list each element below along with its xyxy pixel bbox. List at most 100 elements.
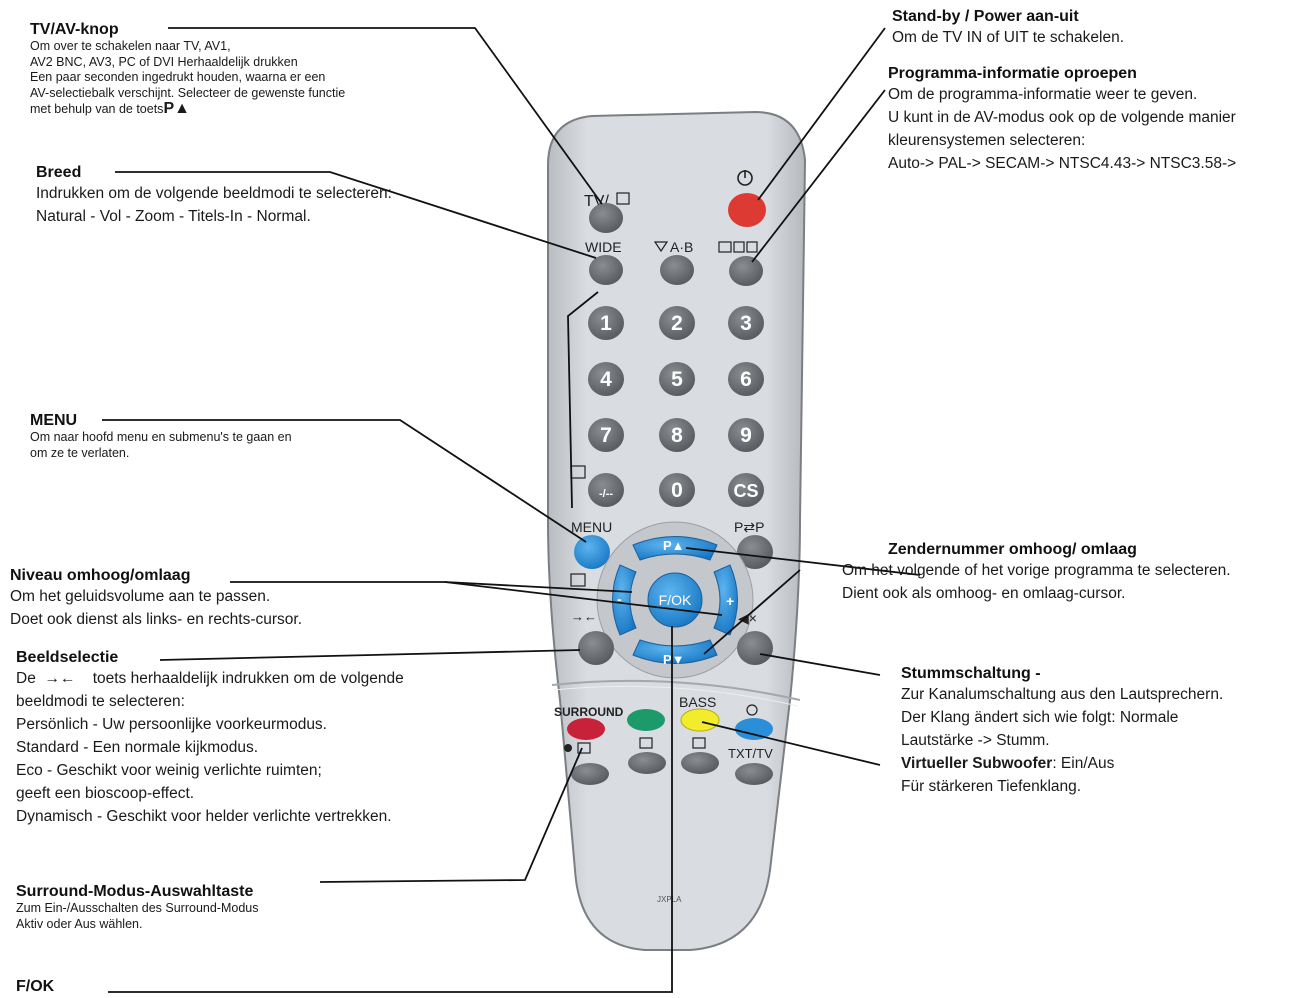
triangle-down-icon	[653, 241, 669, 253]
bottom-button-1[interactable]	[571, 763, 609, 785]
annotation-title: F/OK	[16, 978, 55, 995]
input-icon	[616, 192, 630, 205]
tv-av-button-group[interactable]: TV/	[584, 192, 630, 233]
bass-label: BASS	[679, 694, 716, 710]
volume-down-button[interactable]	[612, 564, 637, 636]
bottom-button-3[interactable]	[681, 752, 719, 774]
pp-button[interactable]	[737, 535, 773, 569]
digit-label: 0	[671, 479, 683, 502]
picture-mode-icon: →←	[571, 609, 597, 624]
menu-button-group[interactable]: MENU	[571, 519, 612, 569]
digit-button-2[interactable]	[659, 306, 695, 340]
annotation-line: Persönlich - Uw persoonlijke voorkeurmod…	[16, 716, 327, 733]
annotation-line: Lautstärke -> Stumm.	[901, 732, 1050, 749]
annotation-title: Surround-Modus-Auswahltaste	[16, 883, 254, 900]
annotation-niveau: Niveau omhoog/omlaag Om het geluidsvolum…	[10, 566, 302, 631]
volume-up-button[interactable]	[713, 564, 738, 636]
annotation-title: Zendernummer omhoog/ omlaag	[888, 541, 1137, 558]
annotation-line: Om het geluidsvolume aan te passen.	[10, 588, 271, 605]
annotation-surround: Surround-Modus-Auswahltaste Zum Ein-/Aus…	[16, 882, 258, 932]
picture-mode-symbol: →←	[44, 670, 76, 687]
annotation-title: MENU	[30, 412, 78, 429]
annotation-menu: MENU Om naar hoofd menu en submenu's te …	[30, 411, 292, 461]
green-button[interactable]	[627, 709, 665, 731]
tv-icon	[718, 241, 732, 253]
leader-subwoofer	[701, 721, 881, 766]
p-up-button[interactable]	[632, 536, 718, 561]
digit-button-1[interactable]	[588, 306, 624, 340]
leader-lines	[102, 27, 921, 993]
digit-button-CS[interactable]	[728, 473, 764, 507]
annotation-title: Programma-informatie oproepen	[888, 65, 1137, 82]
ab-button-group[interactable]: A·B	[653, 239, 694, 285]
leader-stumm	[759, 653, 881, 676]
digit-button-5[interactable]	[659, 362, 695, 396]
yellow-button[interactable]	[680, 708, 720, 732]
annotation-line: Standard - Een normale kijkmodus.	[16, 739, 259, 756]
size-icon	[639, 737, 653, 749]
annotation-line: met behulp van de toetsP▲	[30, 100, 190, 117]
fok-button[interactable]	[647, 572, 703, 628]
info-button[interactable]	[729, 256, 763, 286]
bottom-button-2[interactable]	[628, 752, 666, 774]
annotation-line: Auto-> PAL-> SECAM-> NTSC4.43-> NTSC3.58…	[888, 155, 1237, 172]
digit-label: 6	[740, 368, 752, 391]
annotation-title: Beeldselectie	[16, 649, 119, 666]
annotation-tvav: TV/AV-knop Om over te schakelen naar TV,…	[30, 20, 345, 118]
annotation-line: U kunt in de AV-modus ook op de volgende…	[888, 109, 1236, 126]
annotation-standby: Stand-by / Power aan-uit Om de TV IN of …	[892, 7, 1124, 49]
digit-button-0[interactable]	[659, 473, 695, 507]
info-button-group[interactable]	[718, 241, 763, 286]
pp-button-group[interactable]: P⇄P	[734, 519, 773, 569]
txt-tv-button[interactable]	[735, 763, 773, 785]
annotation-line: Doet ook dienst als links- en rechts-cur…	[10, 611, 303, 628]
digit-label: CS	[733, 481, 758, 501]
ab-button[interactable]	[660, 255, 694, 285]
leader-proginfo	[751, 89, 886, 263]
p-down-button[interactable]	[632, 639, 718, 664]
leader-surround	[319, 747, 583, 883]
menu-button[interactable]	[574, 535, 610, 569]
tv-av-button[interactable]	[589, 203, 623, 233]
annotation-line: Der Klang ändert sich wie folgt: Normale	[901, 709, 1179, 726]
fok-label: F/OK	[659, 592, 692, 608]
digit-button-4[interactable]	[588, 362, 624, 396]
digit-button-3[interactable]	[728, 306, 764, 340]
annotation-title: Breed	[36, 164, 82, 181]
digit-button-7[interactable]	[588, 418, 624, 452]
wide-button[interactable]	[589, 255, 623, 285]
clock-icon	[746, 704, 758, 716]
annotation-title: Niveau omhoog/omlaag	[10, 567, 191, 584]
power-button[interactable]	[728, 193, 766, 227]
pp-label: P⇄P	[734, 519, 764, 535]
annotation-line: Natural - Vol - Zoom - Titels-In - Norma…	[36, 208, 311, 225]
svg-text:+: +	[726, 593, 734, 609]
p-up-symbol: P▲	[163, 100, 190, 117]
digit-label: 7	[600, 424, 612, 447]
digit-label: 5	[671, 368, 683, 391]
annotation-line: AV-selectiebalk verschijnt. Selecteer de…	[30, 85, 346, 100]
digit-label: 3	[740, 312, 752, 335]
wide-button-group[interactable]: WIDE	[585, 239, 623, 285]
digit-button-9[interactable]	[728, 418, 764, 452]
annotation-line: Om naar hoofd menu en submenu's te gaan …	[30, 430, 292, 444]
red-button[interactable]	[567, 718, 605, 740]
blue-button[interactable]	[735, 718, 773, 740]
leader-niveau-right	[444, 581, 723, 616]
leader-beeld	[159, 649, 581, 661]
annotation-proginfo: Programma-informatie oproepen Om de prog…	[888, 64, 1236, 175]
annotation-title: TV/AV-knop	[30, 21, 119, 38]
power-button-group[interactable]	[728, 170, 766, 227]
digit-button-8[interactable]	[659, 418, 695, 452]
annotation-line: AV2 BNC, AV3, PC of DVI Herhaaldelijk dr…	[30, 54, 298, 69]
digit-button-6[interactable]	[728, 362, 764, 396]
brand-logo: JXPLA	[657, 895, 682, 904]
picture-select-button[interactable]	[578, 631, 614, 665]
mute-button[interactable]	[737, 631, 773, 665]
annotation-line: Een paar seconden ingedrukt houden, waar…	[30, 70, 326, 84]
annotation-line: Om het volgende of het vorige programma …	[842, 562, 1231, 579]
navigation-cluster: P▲ P▼ - + F/OK	[596, 521, 754, 679]
annotation-line: Virtueller Subwoofer: Ein/Aus	[901, 755, 1115, 772]
digit-button--/--[interactable]	[588, 473, 624, 507]
